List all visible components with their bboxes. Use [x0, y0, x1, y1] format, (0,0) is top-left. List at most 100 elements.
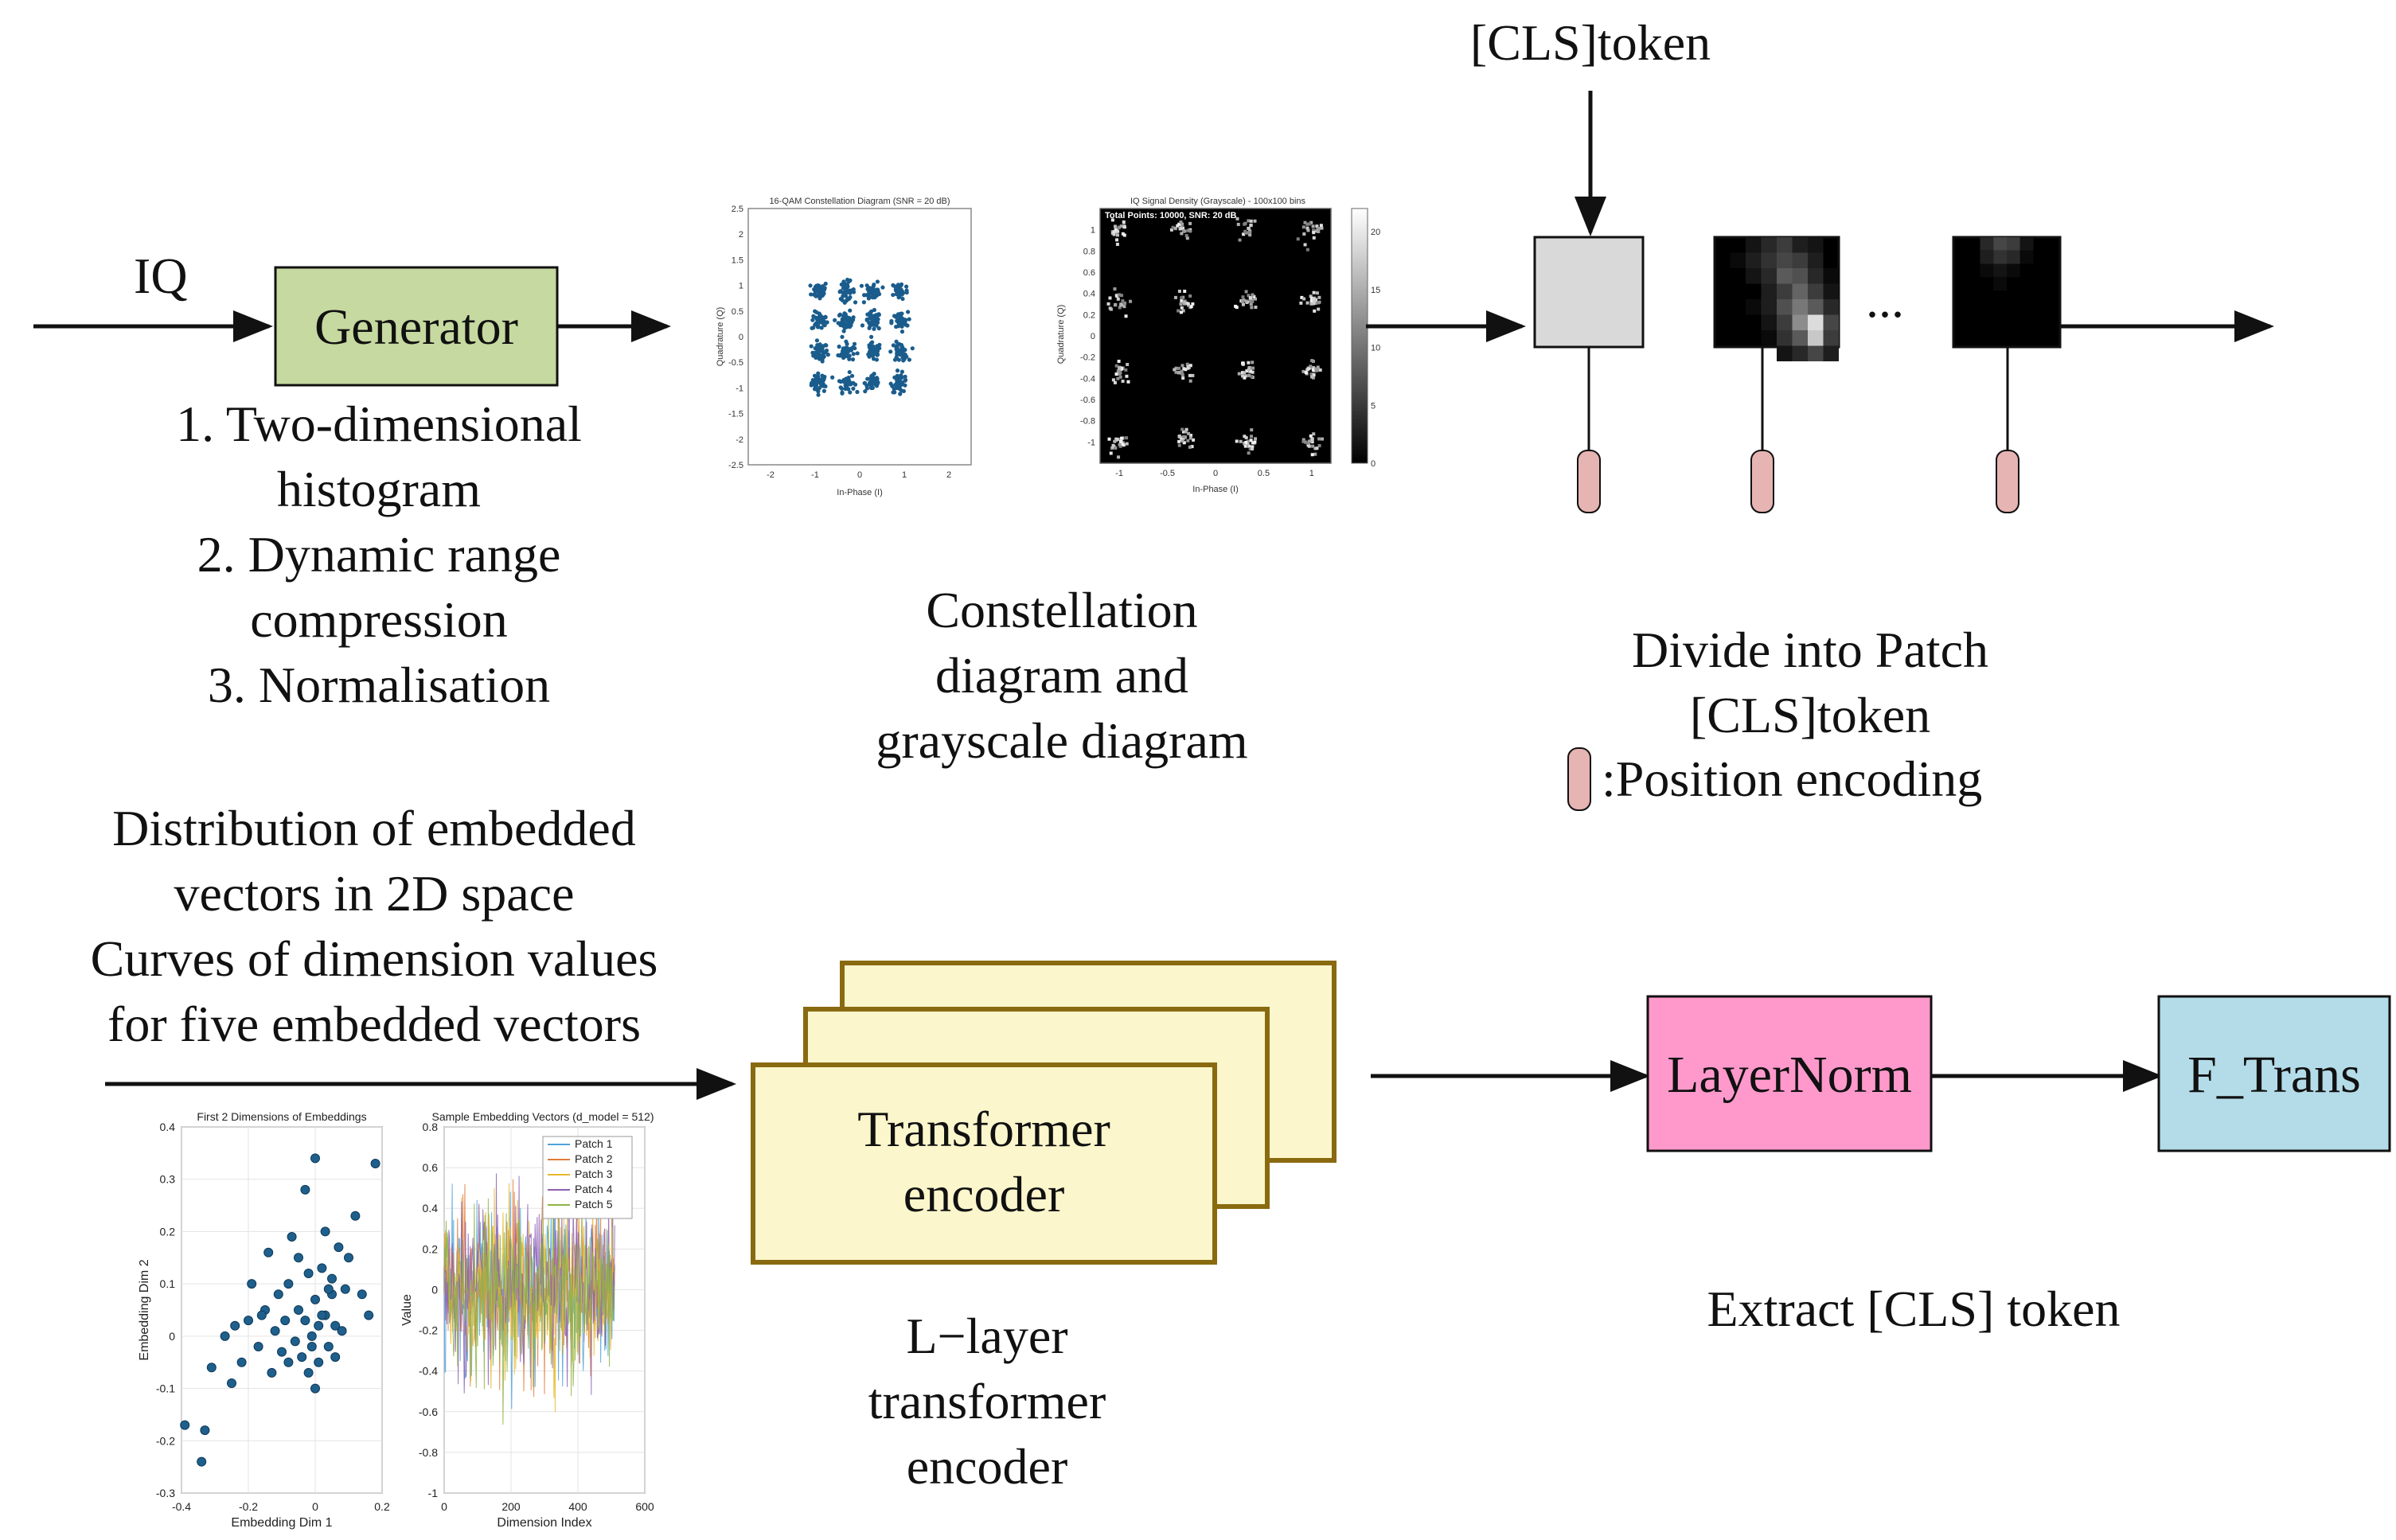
- density-pixel: [1312, 432, 1316, 436]
- density-pixel: [1118, 372, 1122, 376]
- density-pixel: [1180, 224, 1184, 228]
- constellation-point: [899, 369, 904, 374]
- patch-cell: [1808, 314, 1824, 330]
- density-pixel: [1316, 365, 1320, 369]
- constellation-point: [891, 292, 896, 298]
- density-pixel: [1177, 443, 1181, 447]
- density-pixel: [1243, 435, 1247, 439]
- density-colorbar: [1351, 208, 1368, 464]
- constellation-point: [840, 391, 845, 396]
- generator-step-line: compression: [250, 591, 508, 648]
- density-pixel: [1180, 296, 1184, 300]
- transformer-label: Transformer: [857, 1101, 1110, 1157]
- constellation-point: [904, 288, 909, 293]
- constellation-point: [833, 318, 837, 322]
- constellation-point: [814, 346, 819, 351]
- density-y-tick: 1: [1091, 226, 1095, 236]
- density-pixel: [1126, 362, 1130, 366]
- density-pixel: [1317, 437, 1321, 441]
- constellation-point: [855, 389, 860, 395]
- patch-cell: [1980, 250, 1994, 264]
- constellation-point: [897, 341, 902, 346]
- density-pixel: [1311, 224, 1315, 228]
- constellation-point: [888, 349, 893, 354]
- constellation-point: [841, 279, 846, 284]
- constellation-point: [899, 291, 904, 296]
- constellation-point: [841, 286, 846, 290]
- density-pixel: [1119, 436, 1123, 440]
- constellation-point: [843, 386, 848, 392]
- position-encoding-legend-label: :Position encoding: [1602, 751, 1982, 807]
- scatter-point: [330, 1352, 341, 1363]
- constellation-y-tick: 1.5: [732, 255, 743, 265]
- patch-cell: [1761, 314, 1777, 330]
- density-pixel: [1237, 372, 1241, 376]
- patch-cell: [1761, 330, 1777, 346]
- density-pixel: [1309, 365, 1313, 368]
- density-pixel: [1247, 226, 1251, 230]
- constellation-point: [891, 283, 896, 288]
- constellation-point: [838, 385, 843, 390]
- density-pixel: [1304, 440, 1308, 444]
- constellation-point: [830, 375, 835, 380]
- density-pixel: [1117, 455, 1121, 459]
- scatter-axes: [181, 1126, 383, 1494]
- constellation-point: [813, 309, 818, 314]
- constellation-point: [837, 290, 842, 294]
- density-pixel: [1180, 232, 1184, 236]
- constellation-point: [841, 355, 846, 361]
- density-pixel: [1189, 434, 1193, 438]
- density-pixel: [1247, 294, 1251, 298]
- patch-cell: [1980, 237, 1994, 251]
- density-pixel: [1118, 306, 1122, 310]
- density-pixel: [1315, 446, 1319, 450]
- density-pixel: [1247, 231, 1251, 235]
- line-x-tick: 400: [568, 1500, 587, 1513]
- scatter-point: [330, 1320, 341, 1331]
- scatter-point: [300, 1316, 310, 1326]
- density-pixel: [1186, 366, 1190, 370]
- density-pixel: [1241, 371, 1245, 375]
- scatter-xlabel: Embedding Dim 1: [231, 1516, 332, 1530]
- patch-cell: [1993, 237, 2007, 251]
- density-x-tick: 0: [1213, 469, 1218, 478]
- constellation-x-tick: 0: [857, 470, 862, 480]
- constellation-point: [899, 314, 903, 319]
- scatter-point: [244, 1316, 253, 1326]
- patch-cell: [1823, 330, 1839, 346]
- patch-cell: [1792, 252, 1808, 268]
- density-pixel: [1254, 306, 1258, 310]
- density-pixel: [1253, 440, 1257, 444]
- density-pixel: [1311, 444, 1315, 448]
- density-pixel: [1184, 368, 1188, 372]
- embedding-caption-line: vectors in 2D space: [174, 865, 575, 922]
- constellation-point: [898, 392, 903, 396]
- constellation-point: [840, 334, 845, 339]
- density-pixel: [1310, 359, 1314, 363]
- density-pixel: [1249, 302, 1253, 306]
- legend-label: Patch 4: [575, 1183, 613, 1195]
- density-pixel: [1115, 242, 1119, 246]
- embedding-scatter-chart: First 2 Dimensions of Embeddings 0.40.30…: [138, 1110, 390, 1530]
- density-pixel: [1189, 305, 1193, 309]
- constellation-y-tick: -1: [736, 384, 743, 393]
- constellation-point: [816, 325, 821, 329]
- constellation-point: [813, 384, 818, 389]
- density-pixel: [1179, 302, 1183, 306]
- density-pixel: [1115, 238, 1119, 242]
- density-colorbar-tick: 10: [1371, 344, 1380, 353]
- constellation-point: [864, 283, 869, 288]
- embedding-caption-line: Distribution of embedded: [112, 800, 636, 856]
- density-pixel: [1254, 297, 1258, 301]
- patch-cell: [1993, 277, 2007, 290]
- density-pixel: [1125, 442, 1129, 446]
- density-pixel: [1184, 430, 1188, 434]
- density-pixel: [1107, 437, 1111, 441]
- density-pixel: [1311, 368, 1315, 372]
- constellation-point: [903, 374, 907, 379]
- density-pixel: [1244, 435, 1248, 439]
- constellation-y-tick: -1.5: [728, 410, 743, 419]
- scatter-point: [230, 1320, 240, 1331]
- image-patch: [1952, 236, 2062, 349]
- constellation-y-tick: -0.5: [728, 358, 743, 368]
